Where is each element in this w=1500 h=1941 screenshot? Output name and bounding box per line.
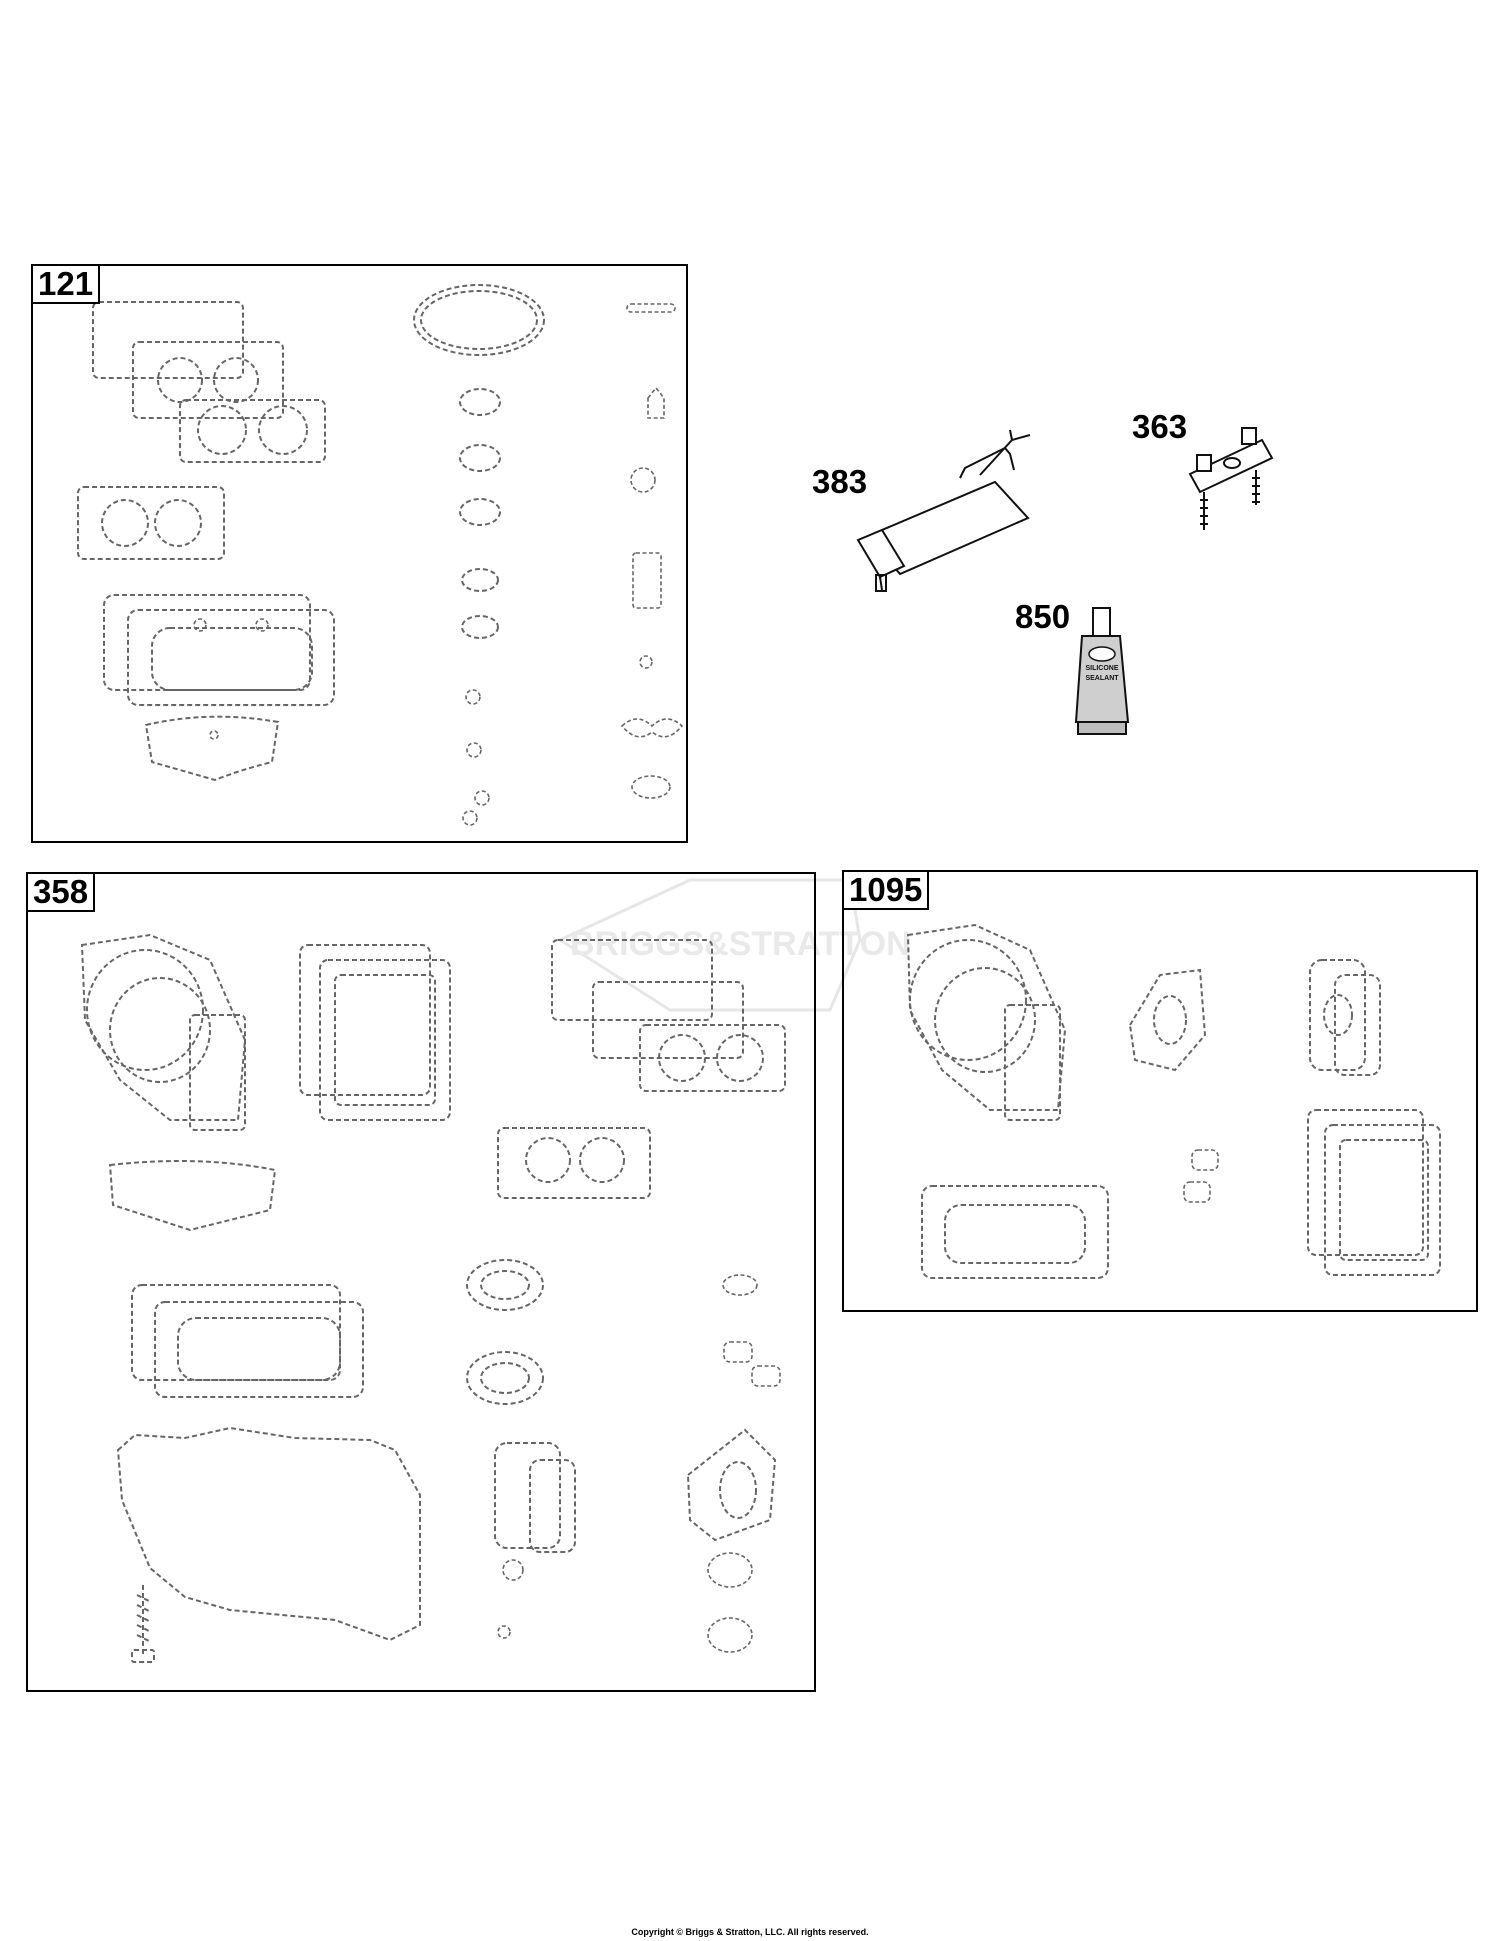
cylinder-head-gasket-stack-1095 (906, 923, 1067, 1121)
carburetor-gasket-358 (497, 1127, 651, 1199)
tube-label-line1: SILICONE (1085, 665, 1118, 672)
kit-358-parts (80, 933, 786, 1663)
rocker-cover-gasket-1095 (921, 1185, 1109, 1279)
carburetor-gasket (77, 486, 225, 560)
kit-121-parts (77, 284, 684, 826)
intake-gasket-1095 (1309, 959, 1381, 1076)
rocker-cover-gasket-pair-358 (131, 1284, 364, 1398)
tube-label-line2: SEALANT (1085, 675, 1119, 682)
watermark-text: BRIGGS&STRATTON (570, 925, 911, 963)
valve-adjusting-wrench-383 (856, 429, 1031, 592)
rocker-cover-gasket-pair (103, 594, 335, 706)
silicone-sealant-tube-850: SILICONE SEALANT (1074, 607, 1130, 735)
oil-seal-pair (466, 1259, 544, 1405)
valve-seals-1095 (1183, 1149, 1219, 1203)
brand-watermark: BRIGGS&STRATTON (556, 878, 911, 1012)
callout-850: 850 (1015, 598, 1071, 635)
intake-gasket-stack-358 (551, 939, 786, 1092)
intake-gasket-stack (92, 301, 326, 463)
kit-box-121: 121 (31, 264, 688, 843)
intake-manifold-gasket-1095 (1128, 968, 1207, 1072)
copyright-notice: Copyright © Briggs & Stratton, LLC. All … (631, 1927, 869, 1937)
valve-spring-compressor-363 (1188, 427, 1274, 530)
kit-label-358: 358 (28, 874, 96, 912)
exhaust-gasket (144, 715, 280, 782)
small-parts-358 (494, 1274, 781, 1653)
valve-cover-gasket-358a (299, 944, 451, 1121)
crankcase-bolt (131, 1585, 155, 1663)
kit-label-1095: 1095 (844, 872, 930, 910)
kit-label-121: 121 (33, 266, 101, 304)
seal-ring-column (413, 284, 545, 826)
callout-363: 363 (1132, 408, 1188, 445)
crankcase-gasket (116, 1426, 421, 1642)
callout-383: 383 (812, 463, 868, 500)
valve-cover-gasket-1095 (1307, 1109, 1441, 1276)
small-parts-column (620, 303, 684, 799)
kit-box-358: 358 (26, 872, 816, 1692)
kit-box-1095: 1095 (842, 870, 1478, 1312)
cylinder-head-gasket-stack (80, 933, 247, 1131)
kit-1095-parts (906, 923, 1441, 1279)
